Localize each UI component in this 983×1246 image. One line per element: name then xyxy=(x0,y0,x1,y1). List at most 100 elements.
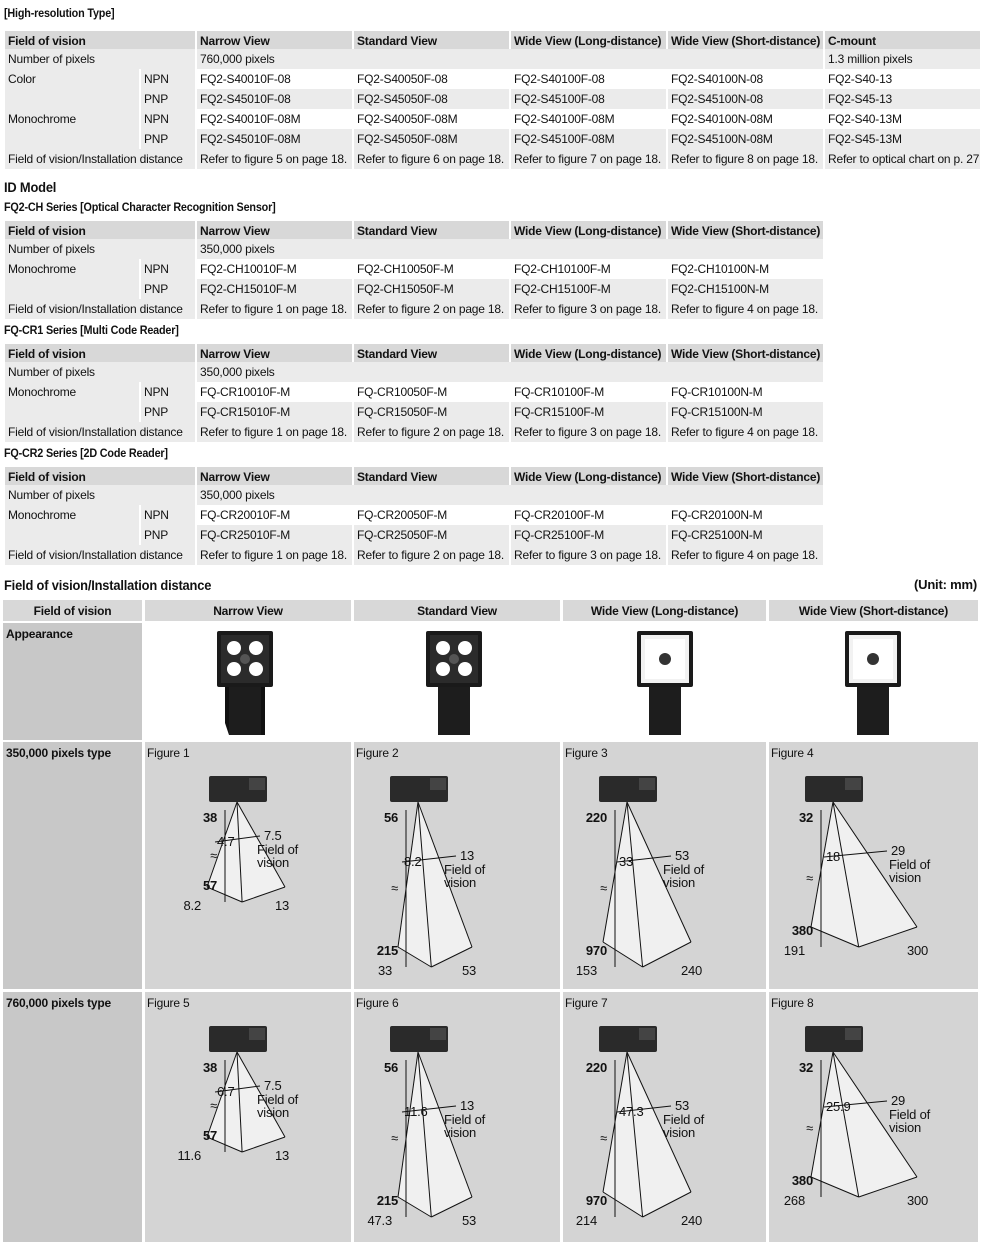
fov-note: Field of xyxy=(663,862,705,877)
distance-far: 57 xyxy=(203,1128,217,1143)
distance-near: 56 xyxy=(384,1060,398,1075)
cell: FQ-CR25010F-M xyxy=(197,525,352,545)
cell: Refer to figure 3 on page 18. xyxy=(511,422,666,442)
mid-width: 8.2 xyxy=(404,854,421,869)
cell: 350,000 pixels xyxy=(197,239,823,259)
cell: FQ2-CH10100N-M xyxy=(668,259,823,279)
cell: Field of vision/Installation distance xyxy=(5,299,195,319)
figure-label: Figure 8 xyxy=(771,996,814,1010)
figure-label: Figure 3 xyxy=(565,746,608,760)
fov-note: vision xyxy=(663,1125,695,1140)
distance-near: 32 xyxy=(799,1060,813,1075)
cell: Field of vision/Installation distance xyxy=(5,422,195,442)
cell: Refer to figure 2 on page 18. xyxy=(354,299,509,319)
mid-width: 18 xyxy=(826,849,840,864)
fov-note: Field of xyxy=(444,862,486,877)
series-title: FQ2-CH Series [Optical Character Recogni… xyxy=(4,200,276,214)
fov-pyramid-shape xyxy=(811,802,917,947)
fov-note: vision xyxy=(889,870,921,885)
cell: Number of pixels xyxy=(5,485,195,505)
mid-width: 6.7 xyxy=(217,1084,234,1099)
base-width: 33 xyxy=(378,963,392,978)
mid-width: 4.7 xyxy=(217,834,234,849)
pixels-value: 760,000 pixels xyxy=(197,49,823,69)
distance-near: 32 xyxy=(799,810,813,825)
fov-note: vision xyxy=(257,1105,289,1120)
cell: Refer to figure 4 on page 18. xyxy=(668,422,823,442)
appearance-cell xyxy=(563,623,766,740)
header-cell: C-mount xyxy=(825,29,980,49)
base-width: 191 xyxy=(784,943,805,958)
cell: PNP xyxy=(141,525,195,545)
cell: PNP xyxy=(141,279,195,299)
fov-header-cell: Field of vision xyxy=(3,600,142,621)
distance-far: 380 xyxy=(792,923,813,938)
cell: Refer to figure 3 on page 18. xyxy=(511,299,666,319)
fov-ref: Refer to figure 8 on page 18. xyxy=(668,149,823,169)
header-cell: Field of vision xyxy=(5,29,195,49)
cell: Field of vision xyxy=(5,465,195,485)
fov-note: vision xyxy=(663,875,695,890)
appearance-cell xyxy=(769,623,978,740)
fov-note: Field of xyxy=(257,1092,299,1107)
distance-far: 970 xyxy=(586,1193,607,1208)
fov-note: vision xyxy=(444,1125,476,1140)
cell: FQ-CR15100F-M xyxy=(511,402,666,422)
fov-note: vision xyxy=(444,875,476,890)
approx-sign: ≈ xyxy=(600,1131,607,1146)
cell: FQ-CR10050F-M xyxy=(354,382,509,402)
mid-width: 33 xyxy=(619,854,633,869)
model-cell: FQ2-S40100N-08M xyxy=(668,109,823,129)
cell: Standard View xyxy=(354,465,509,485)
fov-ref: Refer to figure 7 on page 18. xyxy=(511,149,666,169)
fov-header-cell: Standard View xyxy=(354,600,560,621)
base-width: 47.3 xyxy=(367,1213,392,1228)
fov-header-cell: Wide View (Long-distance) xyxy=(563,600,766,621)
approx-sign: ≈ xyxy=(391,1131,398,1146)
cell: FQ-CR20050F-M xyxy=(354,505,509,525)
cell: FQ-CR15100N-M xyxy=(668,402,823,422)
cell: FQ-CR20010F-M xyxy=(197,505,352,525)
fov-ref: Refer to figure 5 on page 18. xyxy=(197,149,352,169)
base-width: 214 xyxy=(576,1213,597,1228)
fov-note: Field of xyxy=(663,1112,705,1127)
distance-near: 56 xyxy=(384,810,398,825)
base-height: 240 xyxy=(681,963,702,978)
cell: Wide View (Long-distance) xyxy=(511,342,666,362)
fov-pyramid-shape xyxy=(603,802,691,967)
cell: Field of vision xyxy=(5,219,195,239)
model-cell: FQ2-S45050F-08M xyxy=(354,129,509,149)
base-height: 300 xyxy=(907,943,928,958)
distance-near: 220 xyxy=(586,1060,607,1075)
distance-far: 970 xyxy=(586,943,607,958)
cell: FQ-CR20100N-M xyxy=(668,505,823,525)
model-cell: FQ2-S45010F-08 xyxy=(197,89,352,109)
cell: Wide View (Short-distance) xyxy=(668,219,823,239)
mid-height: 13 xyxy=(460,848,474,863)
fov-header-cell: Wide View (Short-distance) xyxy=(769,600,978,621)
base-height: 13 xyxy=(275,1148,289,1163)
fov-note: Field of xyxy=(889,1107,931,1122)
cell: FQ-CR20100F-M xyxy=(511,505,666,525)
cell: FQ-CR10010F-M xyxy=(197,382,352,402)
model-cell: FQ2-S40050F-08M xyxy=(354,109,509,129)
fov-note: Field of xyxy=(889,857,931,872)
fov-pyramid-shape xyxy=(603,1052,691,1217)
mid-width: 25.9 xyxy=(826,1099,851,1114)
mid-height: 13 xyxy=(460,1098,474,1113)
fov-note: vision xyxy=(257,855,289,870)
approx-sign: ≈ xyxy=(210,1098,217,1113)
cell: Narrow View xyxy=(197,219,352,239)
output-type: PNP xyxy=(141,129,195,149)
cell: Wide View (Long-distance) xyxy=(511,219,666,239)
fov-ref: Refer to optical chart on p. 27 xyxy=(825,149,980,169)
distance-far: 215 xyxy=(377,943,398,958)
